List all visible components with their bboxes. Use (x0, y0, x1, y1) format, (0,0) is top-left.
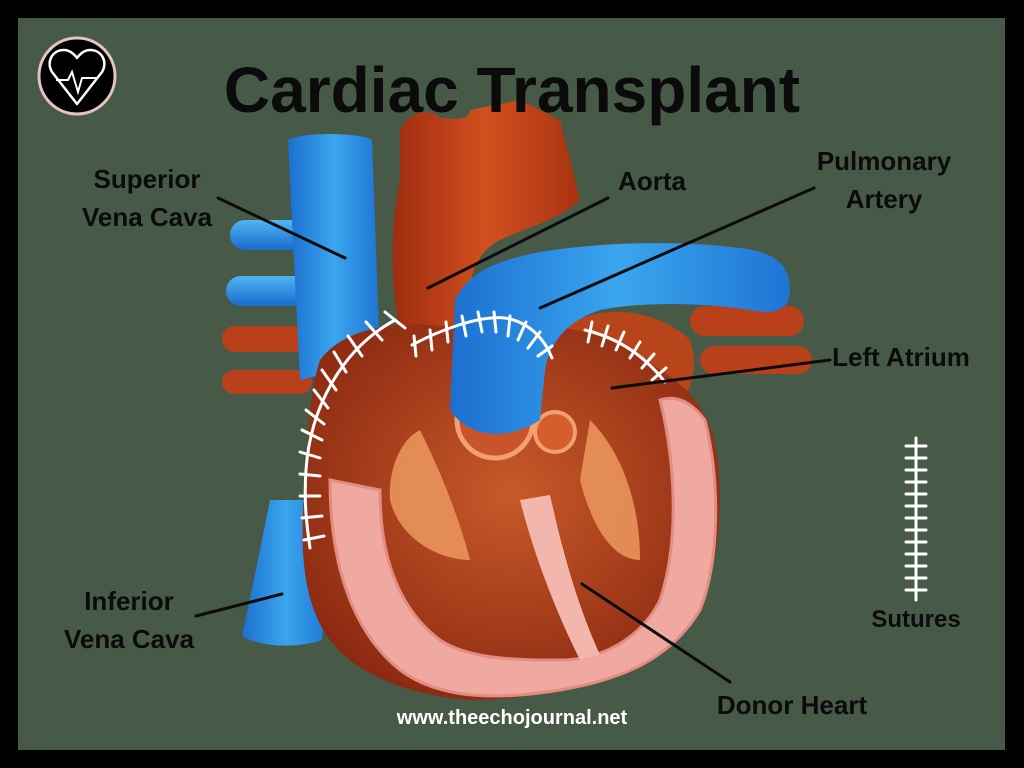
heart-illustration (222, 100, 812, 700)
label-sutures: Sutures (871, 606, 960, 633)
label-left-atrium: Left Atrium (832, 342, 970, 372)
sutures-legend-symbol (906, 438, 926, 600)
page-title: Cardiac Transplant (224, 54, 800, 126)
label-pulmonary-artery-line1: Pulmonary (817, 146, 952, 176)
label-inferior-vena-cava-line2: Vena Cava (64, 624, 195, 654)
label-superior-vena-cava-line2: Vena Cava (82, 202, 213, 232)
label-donor-heart: Donor Heart (717, 690, 868, 720)
label-inferior-vena-cava-line1: Inferior (84, 586, 174, 616)
heart-ecg-logo-icon (39, 38, 115, 114)
website-url: www.theechojournal.net (396, 707, 628, 729)
label-superior-vena-cava-line1: Superior (94, 164, 201, 194)
label-aorta: Aorta (618, 166, 686, 196)
label-pulmonary-artery-line2: Artery (846, 184, 923, 214)
